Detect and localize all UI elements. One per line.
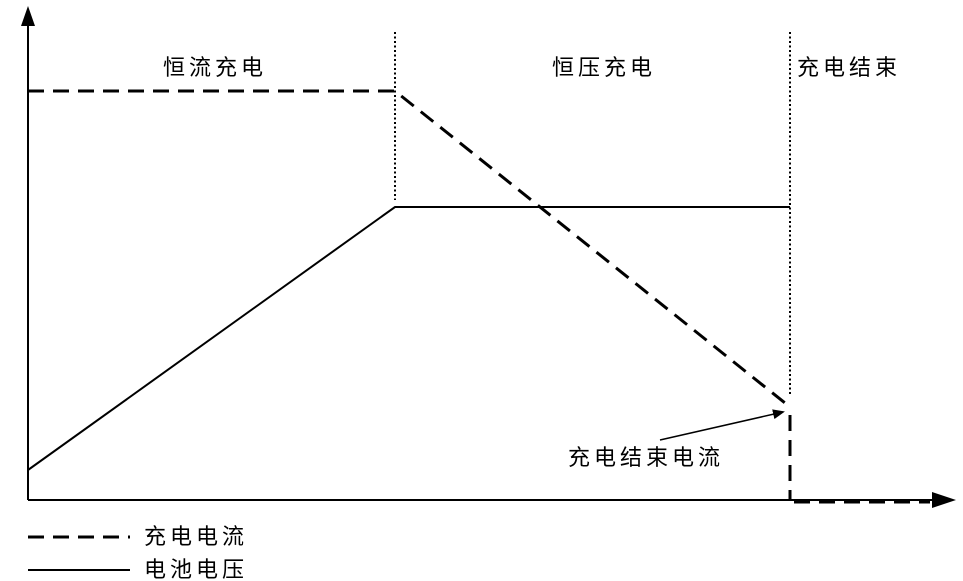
annotation-arrow [659,409,785,441]
x-axis-arrow-icon [932,492,956,508]
legend-label-current: 充电电流 [144,525,248,550]
legend-label-voltage: 电池电压 [144,558,248,581]
phase-label-cv: 恒压充电 [552,56,656,81]
phase-label-cc: 恒流充电 [163,56,267,81]
end-current-label: 充电结束电流 [568,446,724,471]
voltage-curve [27,206,790,471]
phase-label-end: 充电结束 [797,56,901,81]
current-curve [28,89,791,409]
y-axis-arrow-icon [21,6,35,26]
